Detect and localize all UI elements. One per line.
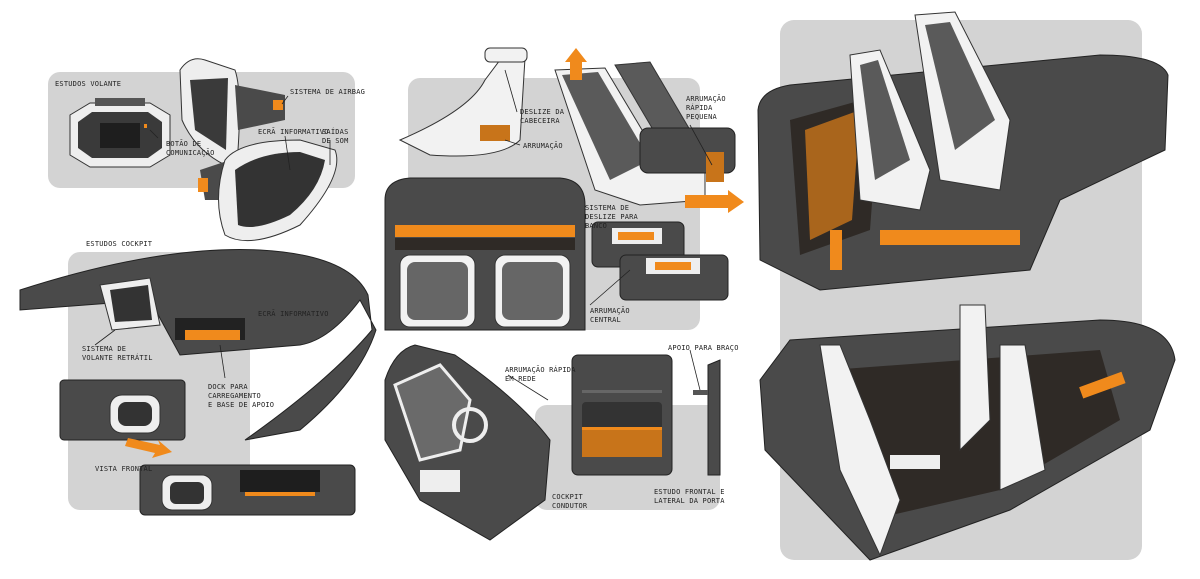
steering-wheel-front xyxy=(69,98,171,168)
label-armrest: Apoio para braço xyxy=(668,344,739,352)
driver-cockpit-sketch xyxy=(384,344,551,541)
label-small-quick-storage: Arrumação rápida pequena xyxy=(686,95,726,121)
door-panel-side xyxy=(693,359,721,476)
label-headrest-slide: Deslize da cabeceira xyxy=(520,108,565,125)
cabin-rear-perspective xyxy=(757,11,1169,291)
label-charging-dock: Dock para carregamento e base de apoio xyxy=(208,383,275,409)
label-communication-button: Botão de comunicação xyxy=(166,140,215,157)
cabin-front-view xyxy=(384,177,586,331)
label-cockpit-studies: Estudos cockpit xyxy=(86,240,153,248)
label-info-screen-wheel: Ecrã informativo xyxy=(258,128,329,136)
label-seat-slide-system: Sistema de deslize para banco xyxy=(585,204,638,230)
label-front-view: Vista frontal xyxy=(95,465,153,473)
label-driver-cockpit: Cockpit condutor xyxy=(552,493,588,510)
label-central-storage: Arrumação central xyxy=(590,307,630,324)
label-storage: Arrumação xyxy=(523,142,563,150)
annotation-leader-lines xyxy=(94,69,713,401)
label-retractable-wheel: Sistema de volante retrátil xyxy=(82,345,153,362)
label-airbag: Sistema de airbag xyxy=(290,88,366,96)
seat-shell-sketch xyxy=(398,47,528,157)
front-view-dash xyxy=(139,464,356,516)
label-steering-studies: Estudos volante xyxy=(55,80,122,88)
label-sound-outputs: Saídas de som xyxy=(322,128,349,145)
label-door-study: Estudo frontal e lateral da porta xyxy=(654,488,725,505)
door-panel-front xyxy=(571,354,673,476)
label-net-storage: Arrumação rápida em rede xyxy=(505,366,576,383)
steering-wheel-perspective-top xyxy=(179,58,285,166)
steering-wheel-perspective-bottom xyxy=(198,139,338,242)
retractable-wheel-module xyxy=(59,379,186,458)
central-storage-console xyxy=(591,221,729,301)
cabin-front-perspective xyxy=(759,304,1176,561)
front-seats-side xyxy=(554,48,744,213)
label-info-screen-dash: Ecrã informativo xyxy=(258,310,329,318)
dashboard-sketch xyxy=(19,249,377,441)
